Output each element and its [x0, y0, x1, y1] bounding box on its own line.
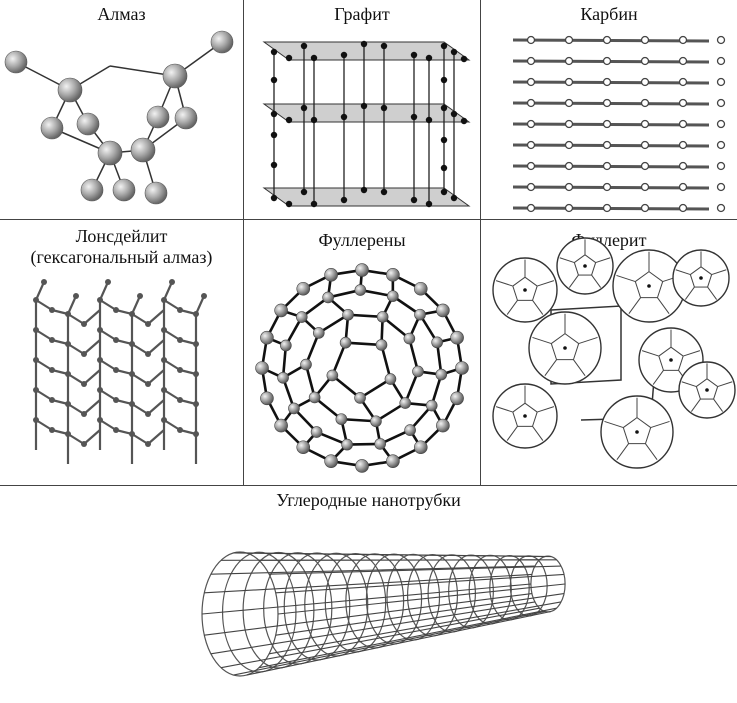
diamond-panel: Алмаз	[0, 0, 244, 220]
lonsdaleite-structure	[33, 279, 207, 464]
diamond-label: Алмаз	[97, 4, 146, 24]
carbyne-structure	[512, 35, 726, 213]
fullerite-panel: Фуллерит	[481, 220, 737, 486]
nanotubes-panel: Углеродные нанотрубки	[0, 486, 737, 703]
fullerenes-label: Фуллерены	[318, 230, 406, 250]
fullerenes-panel: Фуллерены	[244, 220, 481, 486]
graphite-label: Графит	[334, 4, 390, 24]
fullerene-structure	[255, 263, 469, 473]
fullerite-structure	[492, 237, 736, 469]
carbyne-label: Карбин	[580, 4, 638, 24]
carbyne-panel: Карбин	[481, 0, 737, 220]
lonsdaleite-label-line2: (гексагональный алмаз)	[30, 247, 213, 267]
lonsdaleite-label: Лонсдейлит (гексагональный алмаз)	[0, 226, 243, 268]
diamond-structure	[4, 30, 234, 205]
graphite-panel: Графит	[244, 0, 481, 220]
lonsdaleite-label-line1: Лонсдейлит	[75, 226, 168, 246]
graphite-structure	[262, 40, 471, 208]
nanotubes-label: Углеродные нанотрубки	[276, 490, 461, 510]
nanotube-structure	[201, 551, 566, 677]
lonsdaleite-panel: Лонсдейлит (гексагональный алмаз)	[0, 220, 244, 486]
